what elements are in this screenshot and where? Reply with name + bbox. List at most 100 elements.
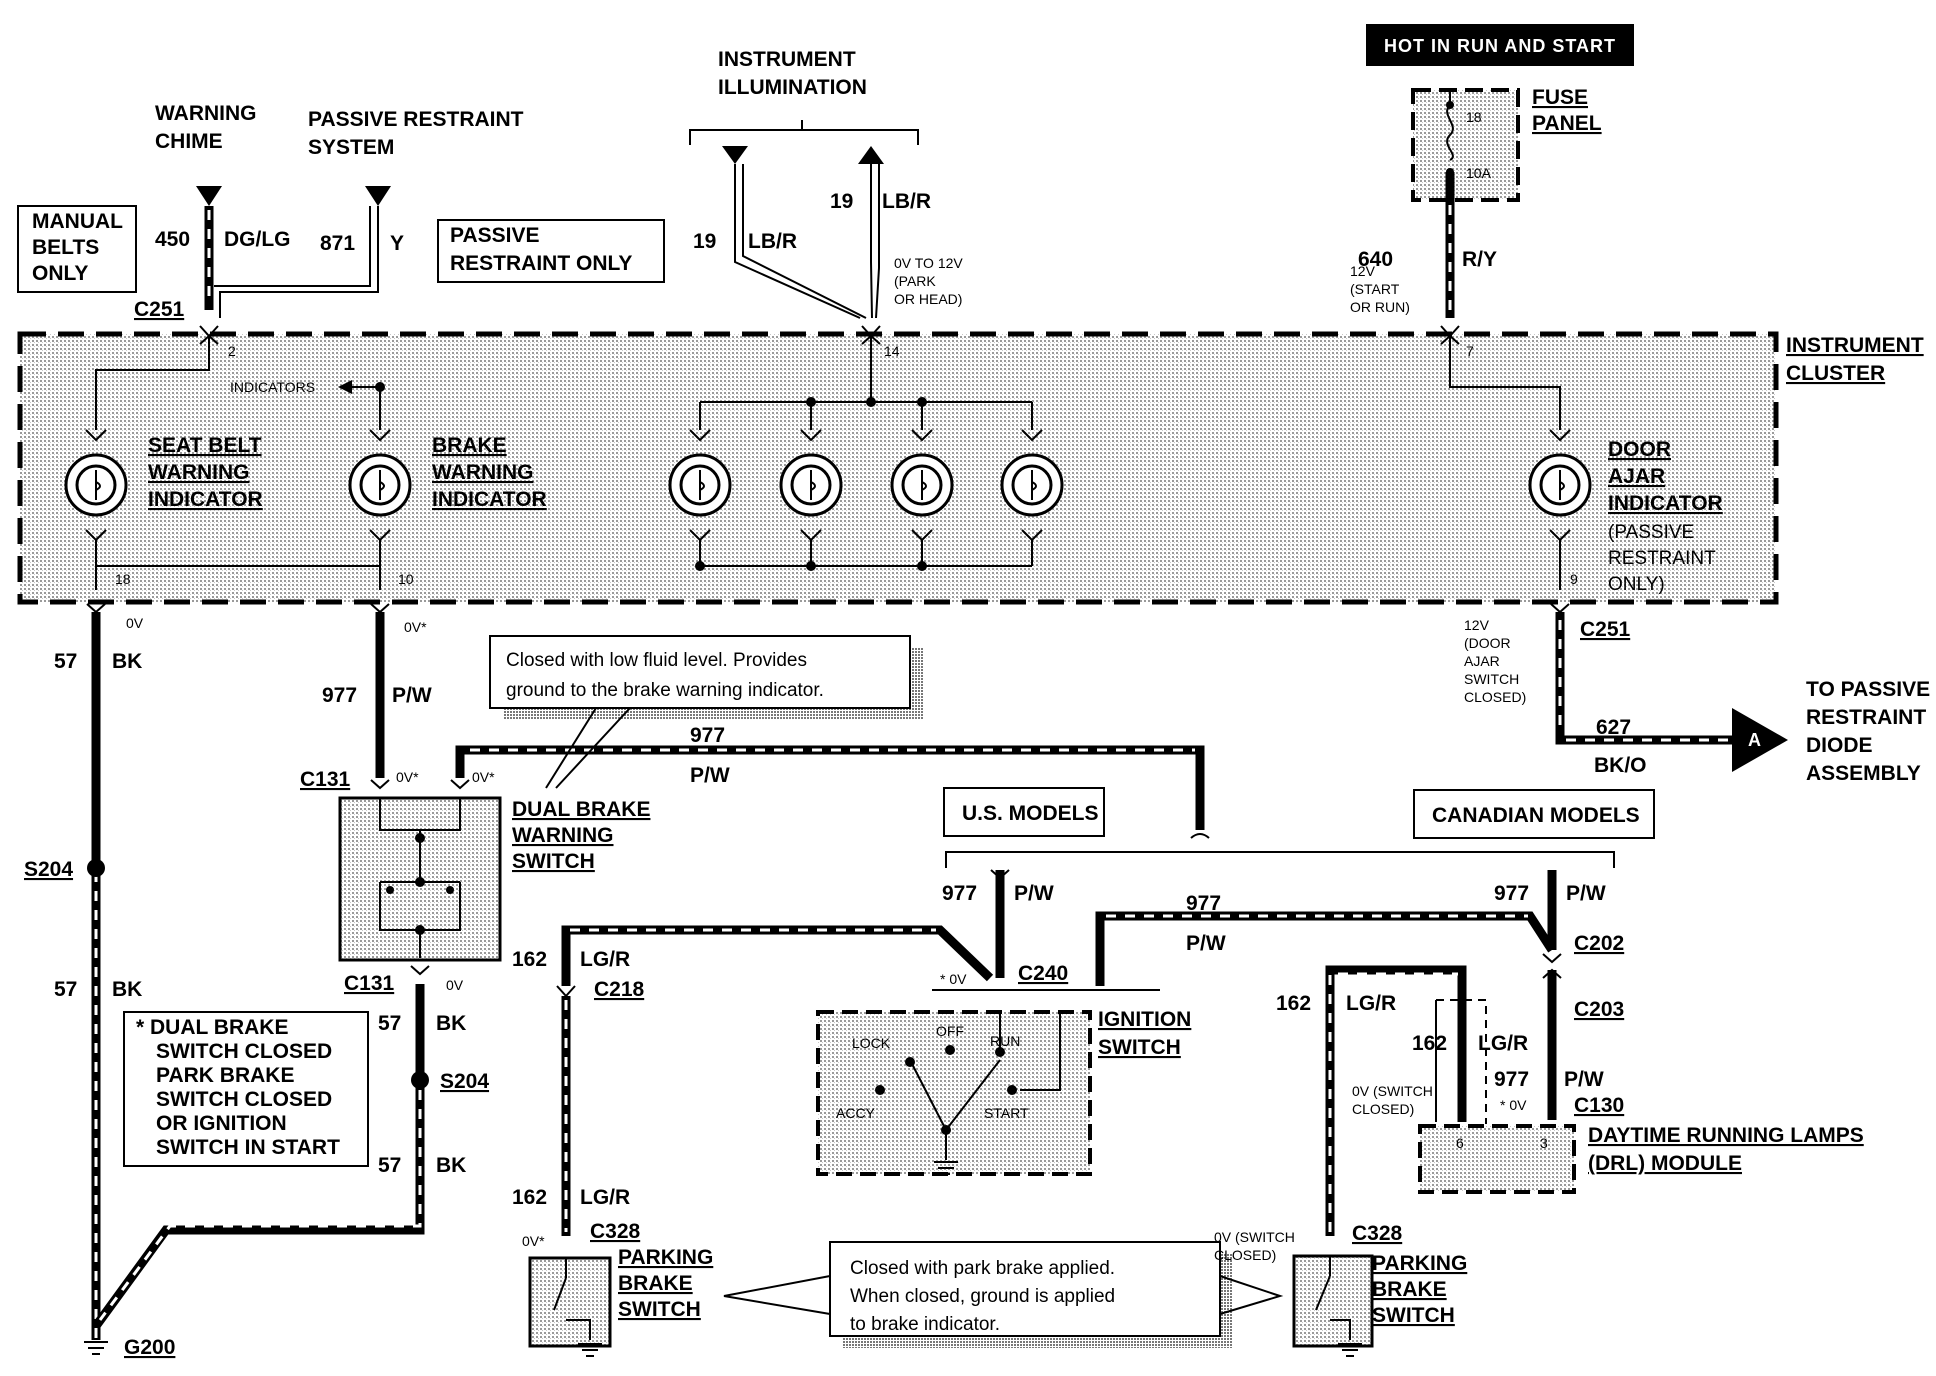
svg-text:C130: C130 (1574, 1094, 1624, 1117)
svg-text:10A: 10A (1466, 165, 1492, 181)
svg-text:to brake indicator.: to brake indicator. (850, 1314, 1000, 1335)
svg-text:ACCY: ACCY (836, 1105, 876, 1121)
illum-bulb-1-icon (668, 429, 732, 542)
svg-text:WARNING: WARNING (432, 461, 534, 484)
cluster-label-2: CLUSTER (1786, 362, 1885, 385)
svg-text:START: START (984, 1105, 1029, 1121)
svg-text:BK/O: BK/O (1594, 754, 1647, 777)
svg-text:977: 977 (942, 882, 977, 905)
svg-text:ONLY: ONLY (32, 262, 88, 285)
svg-text:57: 57 (54, 978, 77, 1001)
parking-brake-switch-right (1292, 1254, 1374, 1348)
svg-text:SWITCH: SWITCH (512, 850, 595, 873)
svg-text:C328: C328 (590, 1220, 641, 1243)
svg-text:Closed with low fluid level. P: Closed with low fluid level. Provides (506, 650, 807, 671)
ignition-switch (816, 1010, 1092, 1176)
us-models-box (943, 787, 1105, 837)
illum-bracket (689, 120, 919, 145)
svg-text:INDICATOR: INDICATOR (432, 488, 547, 511)
svg-text:Y: Y (390, 232, 404, 255)
illum-label-1: INSTRUMENT (718, 48, 856, 71)
svg-text:LG/R: LG/R (580, 948, 630, 971)
ground-g200-icon (84, 1341, 108, 1355)
svg-text:0V (SWITCH: 0V (SWITCH (1214, 1229, 1295, 1245)
svg-text:U.S. MODELS: U.S. MODELS (962, 802, 1099, 825)
svg-text:BK: BK (112, 978, 142, 1001)
svg-text:ASSEMBLY: ASSEMBLY (1806, 762, 1921, 785)
svg-text:977: 977 (1494, 882, 1529, 905)
svg-text:ONLY): ONLY) (1608, 574, 1665, 595)
svg-text:12V: 12V (1464, 617, 1490, 633)
svg-text:(PASSIVE: (PASSIVE (1608, 522, 1694, 543)
svg-text:162: 162 (1276, 992, 1311, 1015)
fuse-panel: 18 10A (1411, 88, 1520, 202)
svg-text:S204: S204 (440, 1070, 489, 1093)
drl-module (1418, 1124, 1576, 1194)
svg-text:871: 871 (320, 232, 355, 255)
svg-text:0V TO 12V: 0V TO 12V (894, 255, 963, 271)
svg-text:RESTRAINT ONLY: RESTRAINT ONLY (450, 252, 632, 275)
fuse-panel-label-2: PANEL (1532, 112, 1602, 135)
svg-text:DG/LG: DG/LG (224, 228, 291, 251)
svg-text:SWITCH: SWITCH (1098, 1036, 1181, 1059)
svg-text:CANADIAN MODELS: CANADIAN MODELS (1432, 804, 1640, 827)
svg-text:BK: BK (436, 1154, 466, 1177)
svg-text:19: 19 (830, 190, 853, 213)
svg-text:7: 7 (1466, 343, 1474, 359)
svg-text:C202: C202 (1574, 932, 1624, 955)
svg-text:10: 10 (398, 571, 414, 587)
svg-text:* 0V: * 0V (1500, 1097, 1527, 1113)
svg-text:RUN: RUN (990, 1033, 1020, 1049)
svg-text:18: 18 (1466, 109, 1482, 125)
passive-only-box (437, 219, 665, 283)
svg-text:SWITCH IN START: SWITCH IN START (156, 1136, 340, 1159)
svg-text:SWITCH: SWITCH (618, 1298, 701, 1321)
svg-text:(DOOR: (DOOR (1464, 635, 1511, 651)
svg-text:LB/R: LB/R (748, 230, 797, 253)
brake-note (489, 635, 911, 709)
svg-text:C203: C203 (1574, 998, 1624, 1021)
svg-text:When closed, ground is applied: When closed, ground is applied (850, 1286, 1115, 1307)
illum-bulb-4-icon (1000, 429, 1064, 542)
svg-text:INDICATOR: INDICATOR (148, 488, 263, 511)
svg-text:OFF: OFF (936, 1023, 964, 1039)
svg-text:BRAKE: BRAKE (1372, 1278, 1447, 1301)
svg-text:977: 977 (322, 684, 357, 707)
prs-arrow-icon (365, 186, 391, 206)
brake-bulb-icon (348, 429, 412, 542)
svg-text:LG/R: LG/R (1346, 992, 1396, 1015)
svg-text:P/W: P/W (392, 684, 432, 707)
svg-text:977: 977 (1186, 892, 1221, 915)
svg-text:SEAT BELT: SEAT BELT (148, 434, 262, 457)
chime-arrow-icon (196, 186, 222, 206)
svg-text:(DRL) MODULE: (DRL) MODULE (1588, 1152, 1742, 1175)
svg-text:LG/R: LG/R (1478, 1032, 1528, 1055)
svg-text:C131: C131 (300, 768, 351, 791)
svg-text:LB/R: LB/R (882, 190, 931, 213)
svg-text:P/W: P/W (690, 764, 730, 787)
svg-text:OR IGNITION: OR IGNITION (156, 1112, 287, 1135)
svg-text:0V*: 0V* (522, 1233, 545, 1249)
svg-text:BRAKE: BRAKE (432, 434, 507, 457)
svg-text:G200: G200 (124, 1336, 175, 1359)
svg-text:A: A (1748, 730, 1762, 750)
svg-text:DAYTIME RUNNING LAMPS: DAYTIME RUNNING LAMPS (1588, 1124, 1864, 1147)
svg-text:LOCK: LOCK (852, 1035, 891, 1051)
svg-text:AJAR: AJAR (1608, 465, 1665, 488)
svg-text:ground to the brake warning in: ground to the brake warning indicator. (506, 680, 824, 701)
svg-text:CLOSED): CLOSED) (1352, 1101, 1414, 1117)
svg-text:AJAR: AJAR (1464, 653, 1500, 669)
svg-text:* 0V: * 0V (940, 971, 967, 987)
indicators-arrow-icon (338, 380, 352, 394)
svg-text:C131: C131 (344, 972, 395, 995)
svg-text:57: 57 (54, 650, 77, 673)
svg-text:627: 627 (1596, 716, 1631, 739)
prs-label-1: PASSIVE RESTRAINT (308, 108, 524, 131)
svg-text:6: 6 (1456, 1135, 1464, 1151)
svg-text:SWITCH: SWITCH (1372, 1304, 1455, 1327)
to-passive-arrow-icon (1732, 708, 1788, 772)
legend-box (123, 1011, 369, 1167)
park-note (829, 1241, 1221, 1337)
hot-banner (1366, 24, 1634, 66)
